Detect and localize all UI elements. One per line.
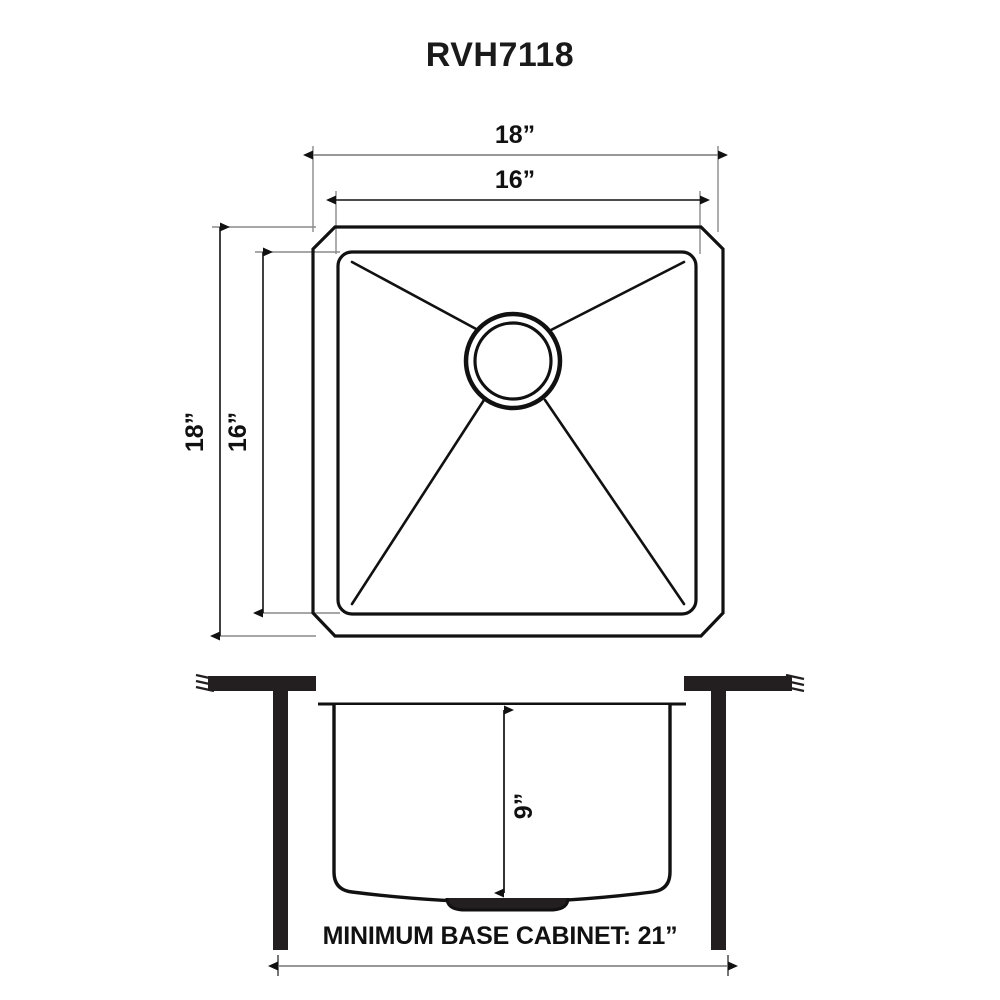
countertop-right: [684, 673, 805, 693]
cabinet-wall-right: [711, 690, 726, 950]
dim-label-bowl-depth: 9”: [510, 793, 538, 819]
dim-label-inner-width: 16”: [495, 166, 535, 194]
sink-basin-section: [332, 703, 672, 904]
drain-circle: [463, 311, 563, 411]
dim-label-outer-height: 18”: [181, 412, 209, 452]
countertop-left: [195, 673, 316, 693]
sink-inner-rim: [336, 250, 698, 616]
sink-slope-lines: [350, 260, 686, 606]
sink-outer-outline: [311, 225, 725, 638]
page-title: RVH7118: [425, 36, 575, 74]
dim-label-outer-width: 18”: [495, 121, 535, 149]
cabinet-wall-left: [273, 690, 288, 950]
minimum-base-cabinet-note: MINIMUM BASE CABINET: 21”: [323, 922, 678, 950]
dim-label-inner-height: 16”: [224, 412, 252, 452]
drain-strainer: [445, 897, 570, 912]
